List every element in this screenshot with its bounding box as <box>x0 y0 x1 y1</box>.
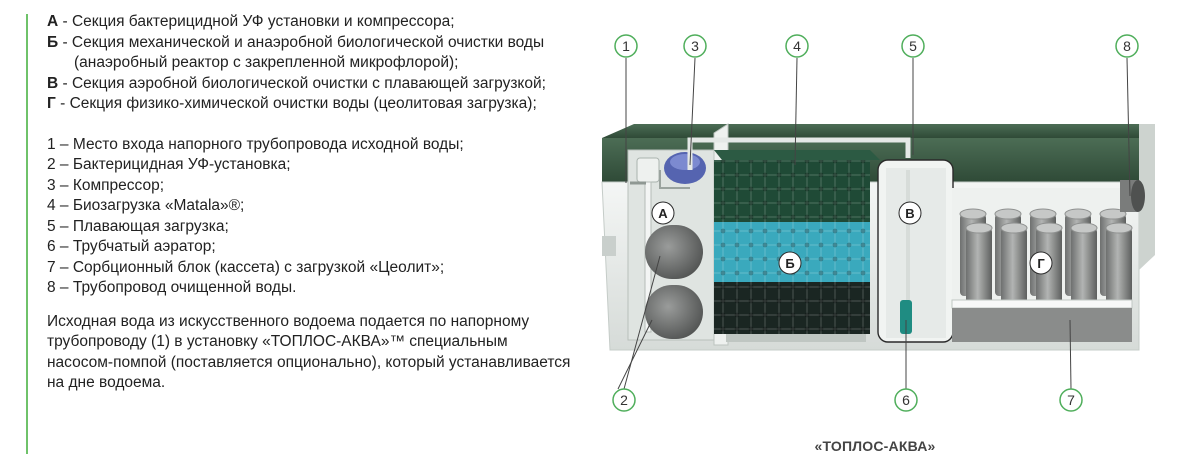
zone-letter: В <box>905 206 914 221</box>
zeolite-cylinder <box>1071 228 1097 310</box>
section-a <box>628 150 714 340</box>
section-letter: Б <box>47 34 58 51</box>
callout-number: 8 <box>1123 38 1131 54</box>
callout-number: 2 <box>620 392 628 408</box>
zeolite-cylinder-top <box>1106 223 1132 233</box>
zeolite-cylinder-top <box>966 223 992 233</box>
zone-letter: А <box>658 206 668 221</box>
spacer <box>47 115 577 135</box>
section-text: - Секция бактерицидной УФ установки и ко… <box>58 13 454 30</box>
component-4: 4 – Биозагрузка «Matala»®; <box>47 196 577 217</box>
accent-bar <box>26 14 28 454</box>
section-letter: Г <box>47 95 56 112</box>
callout-number: 7 <box>1067 392 1075 408</box>
section-text: - Секция физико-химической очистки воды … <box>56 95 537 112</box>
section-g-line: Г - Секция физико-химической очистки вод… <box>47 94 577 115</box>
section-text: - Секция аэробной биологической очистки … <box>58 75 546 92</box>
component-8: 8 – Трубопровод очищенной воды. <box>47 278 577 299</box>
zone-letter: Г <box>1037 256 1045 271</box>
biofilter-matala <box>714 124 880 345</box>
zeolite-cylinder <box>1106 228 1132 310</box>
zeolite-cylinder-top <box>1036 223 1062 233</box>
zone-letter: Б <box>785 256 794 271</box>
description-paragraph: Исходная вода из искусственного водоема … <box>47 312 577 394</box>
zeolite-cylinder-top <box>960 209 986 219</box>
component-5: 5 – Плавающая загрузка; <box>47 217 577 238</box>
zeolite-cylinder-top <box>1071 223 1097 233</box>
zeolite-cylinder <box>1001 228 1027 310</box>
zeolite-cylinder-top <box>1001 223 1027 233</box>
component-1: 1 – Место входа напорного трубопровода и… <box>47 135 577 156</box>
zeolite-cylinder-top <box>1030 209 1056 219</box>
component-7: 7 – Сорбционный блок (кассета) с загрузк… <box>47 258 577 279</box>
section-v-line: В - Секция аэробной биологической очистк… <box>47 74 577 95</box>
callout-number: 4 <box>793 38 801 54</box>
diagram-caption: «ТОПЛОС-АКВА» <box>790 438 960 454</box>
section-letter: А <box>47 13 58 30</box>
callout-number: 6 <box>902 392 910 408</box>
component-6: 6 – Трубчатый аэратор; <box>47 237 577 258</box>
section-letter: В <box>47 75 58 92</box>
outlet-pipe <box>1120 180 1145 212</box>
zeolite-cylinder <box>966 228 992 310</box>
section-a-line: А - Секция бактерицидной УФ установки и … <box>47 12 577 33</box>
section-v <box>878 160 953 342</box>
section-b-line: Б - Секция механической и анаэробной био… <box>47 33 577 74</box>
callout-number: 3 <box>691 38 699 54</box>
zeolite-cylinder-top <box>1065 209 1091 219</box>
component-3: 3 – Компрессор; <box>47 176 577 197</box>
installation-diagram: 1 2 3 4 5 6 7 8 А Б В Г <box>590 0 1190 435</box>
spacer <box>47 299 577 312</box>
callout-number: 1 <box>622 38 630 54</box>
legend-text: А - Секция бактерицидной УФ установки и … <box>47 12 577 394</box>
zeolite-cylinder-top <box>995 209 1021 219</box>
callout-number: 5 <box>909 38 917 54</box>
component-2: 2 – Бактерицидная УФ-установка; <box>47 155 577 176</box>
section-text: - Секция механической и анаэробной биоло… <box>58 34 544 72</box>
